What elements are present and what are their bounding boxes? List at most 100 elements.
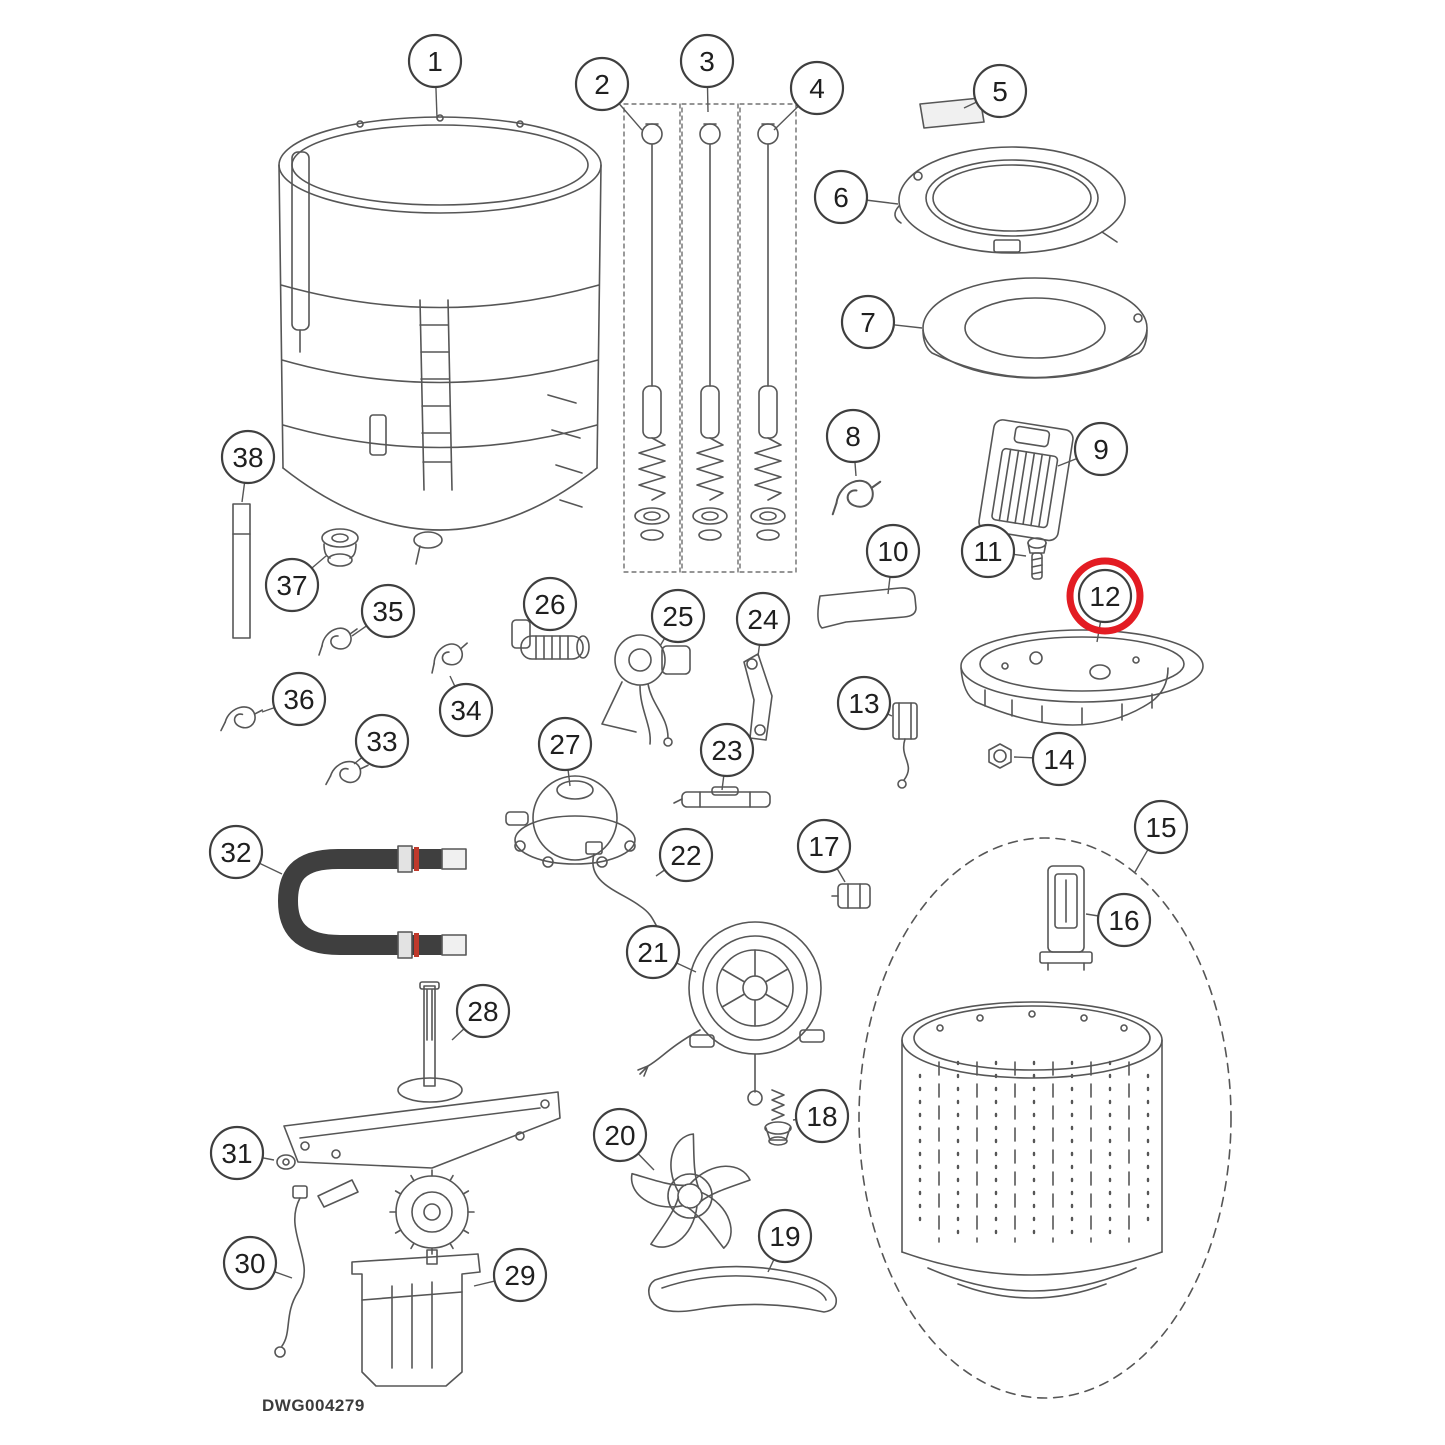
callout-circle[interactable] [796, 818, 852, 874]
callout-circle[interactable] [836, 675, 892, 731]
callout-35[interactable]: 35 [351, 583, 416, 639]
callout-circle[interactable] [438, 682, 494, 738]
callout-number: 5 [992, 76, 1008, 107]
callout-14[interactable]: 14 [1013, 731, 1087, 787]
callout-circle[interactable] [522, 576, 578, 632]
callout-circle[interactable] [625, 924, 681, 980]
callout-circle[interactable] [209, 1125, 265, 1181]
callout-number: 27 [549, 729, 580, 760]
callout-18[interactable]: 18 [792, 1088, 850, 1144]
callout-33[interactable]: 33 [353, 713, 410, 769]
callout-6[interactable]: 6 [813, 169, 899, 225]
callout-34[interactable]: 34 [438, 675, 494, 738]
callout-circle[interactable] [354, 713, 410, 769]
callout-26[interactable]: 26 [522, 576, 578, 632]
callout-circle[interactable] [840, 294, 896, 350]
callout-circle[interactable] [650, 588, 706, 644]
callout-number: 10 [877, 536, 908, 567]
callout-2[interactable]: 2 [574, 56, 643, 131]
callout-circle[interactable] [1073, 421, 1129, 477]
callout-1[interactable]: 1 [407, 33, 463, 119]
callout-circle[interactable] [537, 716, 593, 772]
callout-16[interactable]: 16 [1085, 892, 1152, 948]
callout-circle[interactable] [794, 1088, 850, 1144]
part-balance-ring [922, 277, 1148, 379]
callout-number: 19 [769, 1221, 800, 1252]
callout-10[interactable]: 10 [865, 523, 921, 595]
part-bolt-with-washer [764, 1089, 792, 1146]
callout-13[interactable]: 13 [836, 675, 893, 731]
callout-circle[interactable] [574, 56, 630, 112]
callout-number: 12 [1089, 581, 1120, 612]
callout-11[interactable]: 11 [960, 523, 1027, 579]
callout-circle[interactable] [658, 827, 714, 883]
callout-25[interactable]: 25 [650, 588, 706, 647]
callout-28[interactable]: 28 [451, 983, 511, 1041]
callout-37[interactable]: 37 [264, 555, 327, 613]
callout-38[interactable]: 38 [220, 429, 276, 503]
callout-number: 36 [283, 684, 314, 715]
callout-circle[interactable] [1031, 731, 1087, 787]
callout-number: 35 [372, 596, 403, 627]
callout-circle[interactable] [789, 60, 845, 116]
part-nut [988, 743, 1012, 769]
callout-circle[interactable] [679, 33, 735, 89]
callout-circle[interactable] [699, 722, 755, 778]
callout-circle[interactable] [220, 429, 276, 485]
callout-circle[interactable] [757, 1208, 813, 1264]
callout-36[interactable]: 36 [261, 671, 327, 727]
callout-29[interactable]: 29 [473, 1247, 548, 1303]
callout-circle[interactable] [825, 408, 881, 464]
part-bolt [1027, 537, 1047, 580]
callout-circle[interactable] [1096, 892, 1152, 948]
callout-15[interactable]: 15 [1133, 799, 1189, 873]
part-drum-base [960, 629, 1204, 726]
callout-circle[interactable] [492, 1247, 548, 1303]
callout-number: 25 [662, 601, 693, 632]
callout-3[interactable]: 3 [679, 33, 735, 113]
callout-number: 14 [1043, 744, 1074, 775]
callout-8[interactable]: 8 [825, 408, 881, 477]
callout-27[interactable]: 27 [537, 716, 593, 787]
callout-circle[interactable] [208, 824, 264, 880]
callout-circle[interactable] [264, 557, 320, 613]
callout-circle[interactable] [360, 583, 416, 639]
callout-circle[interactable] [455, 983, 511, 1039]
callout-21[interactable]: 21 [625, 924, 697, 980]
callout-24[interactable]: 24 [735, 591, 791, 657]
callout-circle[interactable] [271, 671, 327, 727]
part-basket-assembly-outline [858, 837, 1232, 1399]
callout-circle[interactable] [592, 1107, 648, 1163]
callout-circle[interactable] [865, 523, 921, 579]
callout-22[interactable]: 22 [655, 827, 714, 883]
callout-17[interactable]: 17 [796, 818, 852, 883]
callout-30[interactable]: 30 [222, 1235, 293, 1291]
callout-number: 38 [232, 442, 263, 473]
part-suspension-rod-boxes [623, 103, 797, 573]
callout-19[interactable]: 19 [757, 1208, 813, 1273]
callout-circle[interactable] [222, 1235, 278, 1291]
callout-12[interactable]: 12 [1066, 557, 1144, 643]
callout-7[interactable]: 7 [840, 294, 923, 350]
callout-circle[interactable] [972, 63, 1028, 119]
callout-circle[interactable] [813, 169, 869, 225]
callout-number: 23 [711, 735, 742, 766]
callout-32[interactable]: 32 [208, 824, 283, 880]
callout-31[interactable]: 31 [209, 1125, 275, 1181]
callout-9[interactable]: 9 [1057, 421, 1129, 477]
callout-circle[interactable] [407, 33, 463, 89]
callout-number: 4 [809, 73, 825, 104]
part-gasket-strip [817, 587, 917, 629]
callout-circle[interactable] [960, 523, 1016, 579]
callout-circle[interactable] [735, 591, 791, 647]
part-agitator-post [1039, 865, 1093, 971]
callout-23[interactable]: 23 [699, 722, 755, 791]
callout-circle[interactable] [1077, 568, 1133, 624]
callout-5[interactable]: 5 [963, 63, 1028, 119]
callout-4[interactable]: 4 [773, 60, 845, 131]
callout-circle[interactable] [1133, 799, 1189, 855]
callout-20[interactable]: 20 [592, 1107, 655, 1171]
